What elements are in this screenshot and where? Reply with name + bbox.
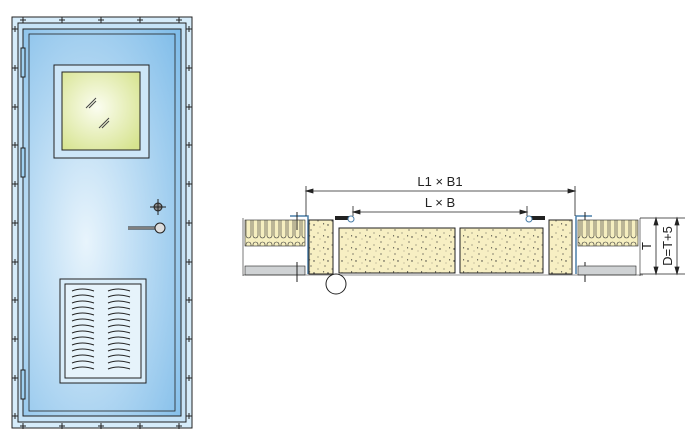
handle-icon	[128, 222, 166, 234]
lock-icon	[150, 199, 166, 215]
frame-left	[308, 219, 334, 275]
hinge-icon	[20, 47, 26, 400]
frame-screws	[12, 17, 192, 429]
door-panel-left	[338, 227, 456, 274]
wall-insulation-right	[577, 219, 639, 247]
door-panel-right	[459, 227, 544, 274]
frame-right	[548, 219, 573, 275]
ventilation-grille	[59, 278, 147, 384]
dimension-inner-label: L × B	[425, 195, 455, 210]
dimension-outer-label: L1 × B1	[417, 174, 462, 189]
dimension-depth-label: D=T+5	[660, 226, 675, 266]
dimension-lines	[304, 186, 685, 276]
section-drawing: L1 × B1 L × B T D=T+5	[242, 174, 685, 295]
dimension-thickness-label: T	[639, 242, 654, 250]
door-elevation	[11, 16, 193, 429]
wall-insulation-left	[244, 219, 306, 247]
hinge-pin-icon	[325, 273, 347, 295]
window-glass	[61, 71, 141, 151]
